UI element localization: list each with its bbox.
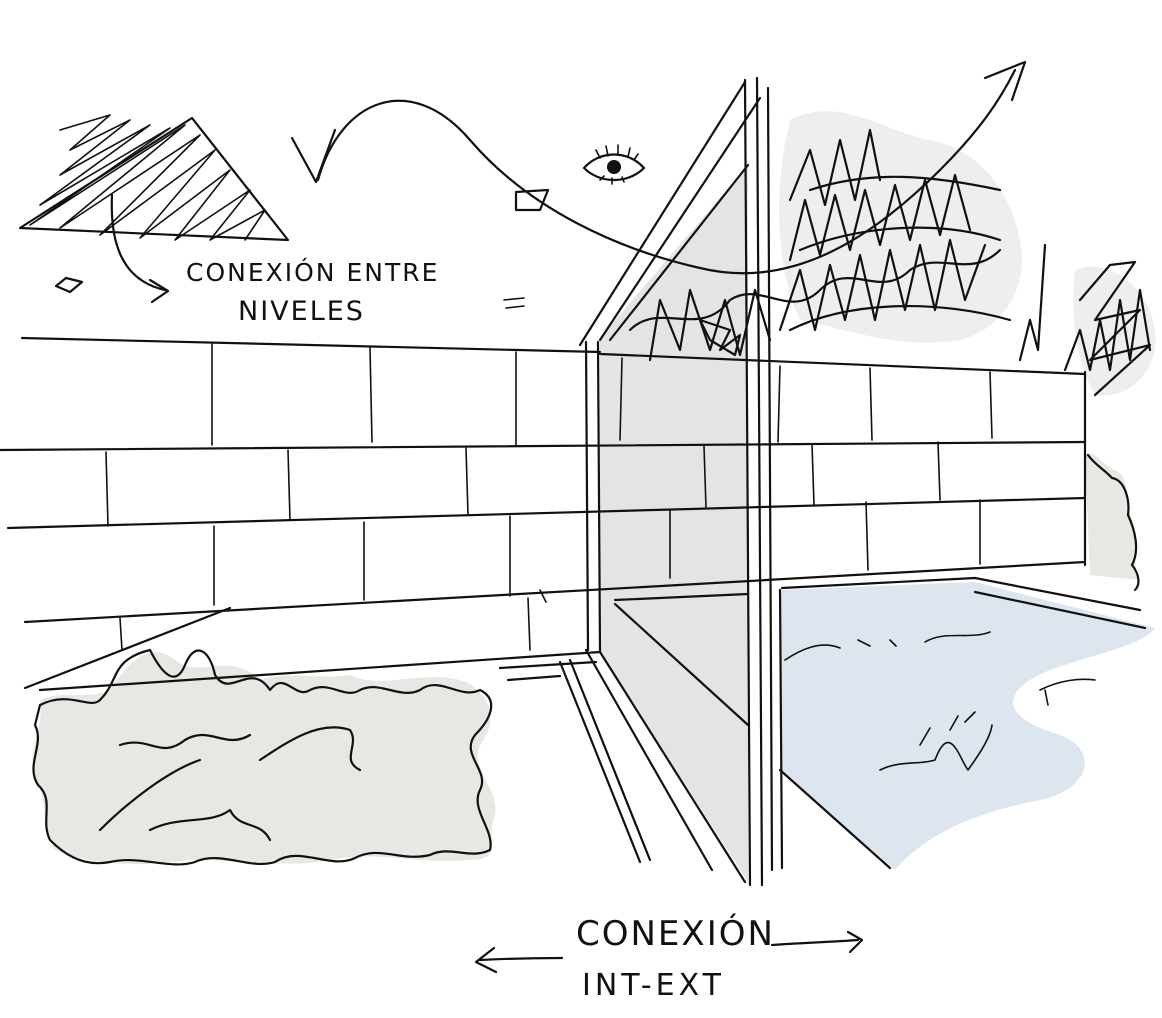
intext-label-line2: INT-EXT — [582, 968, 725, 1003]
pool-edges — [613, 576, 1147, 870]
tree-shadow — [779, 111, 1022, 343]
shrub-left — [32, 648, 493, 866]
levels-label-line1: CONEXIÓN ENTRE — [186, 258, 440, 287]
pool-water — [780, 582, 1155, 870]
levels-label-line2: NIVELES — [238, 296, 365, 327]
levels-connection-arrow — [110, 193, 170, 304]
eye-icon — [582, 144, 646, 185]
sightline-arrow — [290, 60, 1027, 275]
small-marker — [503, 297, 525, 309]
intext-arrows — [474, 930, 864, 974]
block-wall — [0, 336, 1087, 692]
shrub-right-fill — [1085, 453, 1140, 580]
small-marker — [514, 188, 550, 212]
shrub-right — [1086, 453, 1140, 592]
glass-frame — [498, 76, 784, 887]
intext-label-line1: CONEXIÓN — [576, 914, 775, 954]
small-marker — [54, 276, 84, 294]
upper-level-triangle — [18, 114, 290, 242]
tree-scribble — [628, 128, 1152, 397]
tree-right-shadow — [1073, 266, 1156, 396]
